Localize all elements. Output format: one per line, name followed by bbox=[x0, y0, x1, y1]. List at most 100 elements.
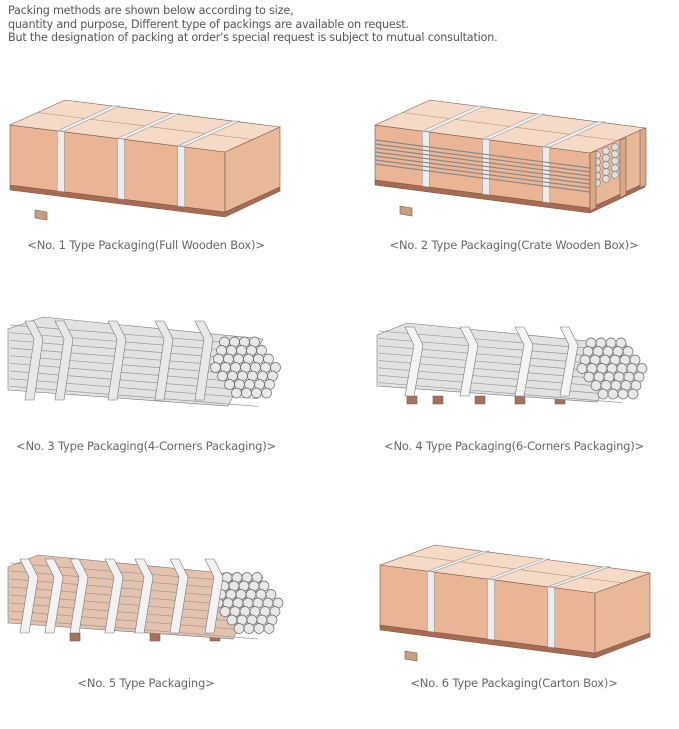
strap bbox=[117, 113, 180, 139]
strap bbox=[194, 320, 214, 401]
skid bbox=[514, 395, 526, 405]
crate-post bbox=[639, 127, 647, 189]
pipe-end bbox=[607, 388, 619, 400]
strap bbox=[56, 130, 65, 193]
strap bbox=[459, 326, 479, 397]
intro-line: But the designation of packing at order'… bbox=[8, 31, 498, 44]
pallet-foot bbox=[399, 205, 413, 217]
pipe-end bbox=[241, 387, 252, 399]
crate-post bbox=[589, 150, 597, 212]
strap bbox=[177, 120, 240, 147]
pipe-line bbox=[9, 362, 259, 384]
pipe-end bbox=[253, 623, 265, 634]
skid bbox=[432, 395, 444, 405]
pipe-end bbox=[602, 175, 610, 183]
pipe-line bbox=[374, 143, 591, 173]
strap bbox=[547, 566, 610, 588]
pipe-end bbox=[611, 164, 619, 172]
pipe-end bbox=[233, 623, 245, 634]
pipe-end bbox=[602, 154, 610, 162]
pipe-end bbox=[602, 168, 610, 176]
pipe-end bbox=[627, 388, 639, 400]
pipe-end bbox=[611, 143, 619, 151]
caption-type1: <No. 1 Type Packaging(Full Wooden Box)> bbox=[27, 238, 265, 252]
pipe-end bbox=[602, 147, 610, 155]
pallet-foot bbox=[34, 209, 48, 221]
caption-type6: <No. 6 Type Packaging(Carton Box)> bbox=[410, 676, 618, 690]
pipe-line bbox=[378, 330, 623, 352]
strap bbox=[154, 320, 174, 401]
intro-text: Packing methods are shown below accordin… bbox=[8, 4, 498, 45]
strap bbox=[69, 558, 89, 634]
strap bbox=[422, 105, 485, 132]
strap bbox=[19, 558, 39, 634]
pipe-end bbox=[590, 380, 602, 391]
caption-type5: <No. 5 Type Packaging> bbox=[77, 676, 215, 690]
pipe-end bbox=[583, 371, 595, 383]
pipe-end bbox=[261, 387, 272, 399]
pallet-foot bbox=[404, 650, 418, 662]
caption-type4: <No. 4 Type Packaging(6-Corners Packagin… bbox=[384, 439, 644, 453]
strap bbox=[559, 326, 579, 397]
pipe-end bbox=[243, 623, 255, 634]
strap bbox=[482, 113, 545, 140]
strap bbox=[542, 121, 605, 148]
pipe-end bbox=[251, 387, 262, 399]
strap bbox=[487, 558, 550, 580]
pipe-end bbox=[611, 171, 619, 179]
pipe-end bbox=[226, 614, 238, 626]
intro-line: quantity and purpose, Different type of … bbox=[8, 17, 409, 31]
strap bbox=[177, 145, 185, 208]
crate-wooden-box-illustration bbox=[373, 99, 647, 217]
strap bbox=[57, 105, 120, 132]
caption-type3: <No. 3 Type Packaging(4-Corners Packagin… bbox=[16, 439, 276, 453]
strap bbox=[487, 578, 495, 641]
pipe-end bbox=[611, 157, 619, 165]
pipe-end bbox=[224, 379, 235, 390]
skid bbox=[149, 632, 161, 642]
pipe-end bbox=[602, 161, 610, 169]
type5-packaging-illustration bbox=[7, 554, 284, 642]
skid bbox=[474, 395, 486, 405]
pipe-end bbox=[210, 362, 221, 373]
pipe-end bbox=[231, 387, 242, 399]
skid bbox=[406, 395, 418, 405]
pipe-line bbox=[9, 370, 259, 392]
strap bbox=[44, 558, 64, 634]
pipe-line bbox=[9, 324, 259, 346]
crate-post bbox=[619, 137, 627, 199]
strap bbox=[204, 558, 224, 634]
pipe-line bbox=[374, 155, 591, 185]
pipe-end bbox=[597, 388, 609, 400]
pipe-end bbox=[217, 370, 228, 382]
pipe-line bbox=[374, 151, 591, 181]
pipe-line bbox=[374, 139, 591, 169]
pipe-end bbox=[263, 623, 275, 634]
four-corners-packaging-illustration bbox=[7, 316, 281, 407]
full-wooden-box-illustration bbox=[8, 99, 282, 221]
strap bbox=[54, 320, 74, 401]
carton-box-illustration bbox=[379, 544, 651, 662]
skid bbox=[69, 632, 81, 642]
six-corners-packaging-illustration bbox=[376, 322, 648, 405]
pipe-line bbox=[374, 159, 591, 189]
strap bbox=[426, 570, 435, 633]
pipe-line bbox=[378, 367, 623, 389]
pipe-line bbox=[9, 385, 259, 407]
pipe-end bbox=[219, 606, 231, 617]
strap bbox=[134, 558, 154, 634]
strap bbox=[24, 320, 44, 401]
intro-line: Packing methods are shown below accordin… bbox=[8, 4, 294, 17]
strap bbox=[104, 558, 124, 634]
strap bbox=[169, 558, 189, 634]
strap bbox=[427, 550, 490, 572]
pipe-line bbox=[374, 147, 591, 177]
strap bbox=[514, 326, 534, 397]
pipe-end bbox=[611, 150, 619, 158]
pipe-line bbox=[378, 374, 623, 396]
strap bbox=[107, 320, 127, 401]
pipe-end bbox=[576, 363, 588, 374]
strap bbox=[117, 138, 125, 200]
caption-type2: <No. 2 Type Packaging(Crate Wooden Box)> bbox=[389, 238, 639, 252]
pipe-line bbox=[378, 382, 623, 403]
